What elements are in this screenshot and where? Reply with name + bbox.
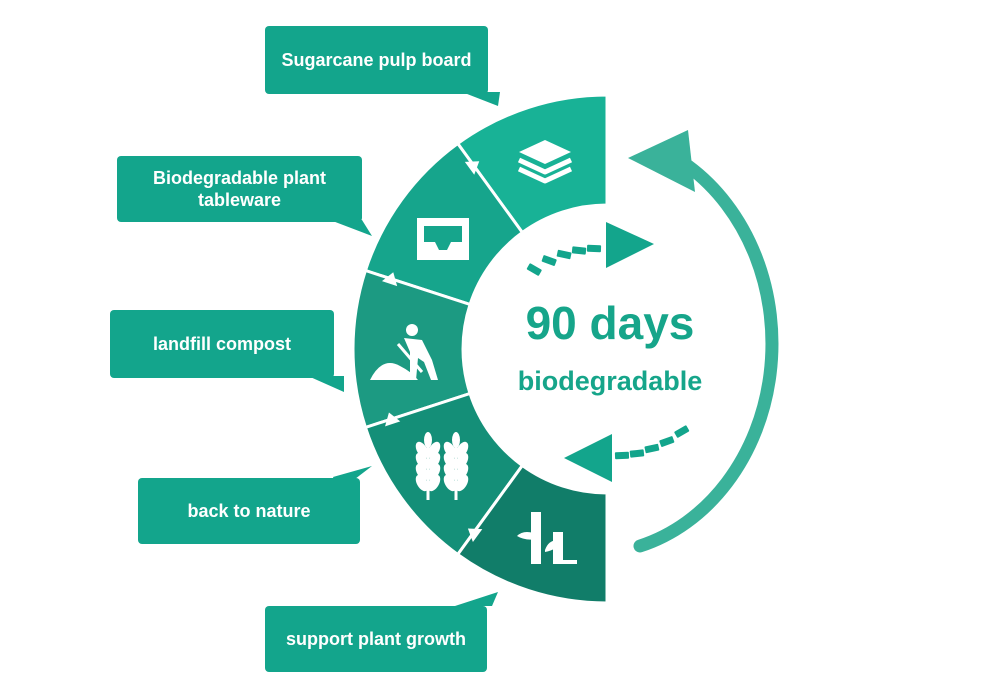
dashed-arrow-bottom [564,425,690,482]
callout-label: Sugarcane pulp board [281,50,472,70]
callout-sugarcane-pulp-board: Sugarcane pulp board [265,26,488,94]
segment-divider-arrow [464,161,480,175]
layers-icon [517,140,573,184]
center-subtitle: biodegradable [517,366,703,396]
center-title: 90 days [525,297,695,349]
stage-segments [351,93,609,605]
dashed-arrow-top [526,222,654,276]
callout-support-plant-growth: support plant growth [265,606,487,672]
tray-icon [417,218,469,260]
callout-landfill-compost: landfill compost [110,310,334,378]
cycle-arrow-arc [633,159,779,553]
shovel-worker-icon [370,324,438,380]
cycle-arrowhead [628,130,695,192]
callout-label: support plant growth [286,629,466,649]
wheat-icon [415,432,469,500]
callout-biodegradable-plant-tableware: Biodegradable plant tableware [117,156,362,222]
callout-label: landfill compost [152,334,291,354]
cycle-arrow [628,130,779,553]
segment-divider-arrow [381,272,398,287]
segment-divider-arrow [385,412,401,427]
callout-label: Biodegradable plant tableware [152,168,327,210]
segment-divider-arrow [467,528,483,543]
callout-label: back to nature [187,501,311,521]
bamboo-icon [517,512,577,564]
callout-back-to-nature: back to nature [138,478,360,544]
